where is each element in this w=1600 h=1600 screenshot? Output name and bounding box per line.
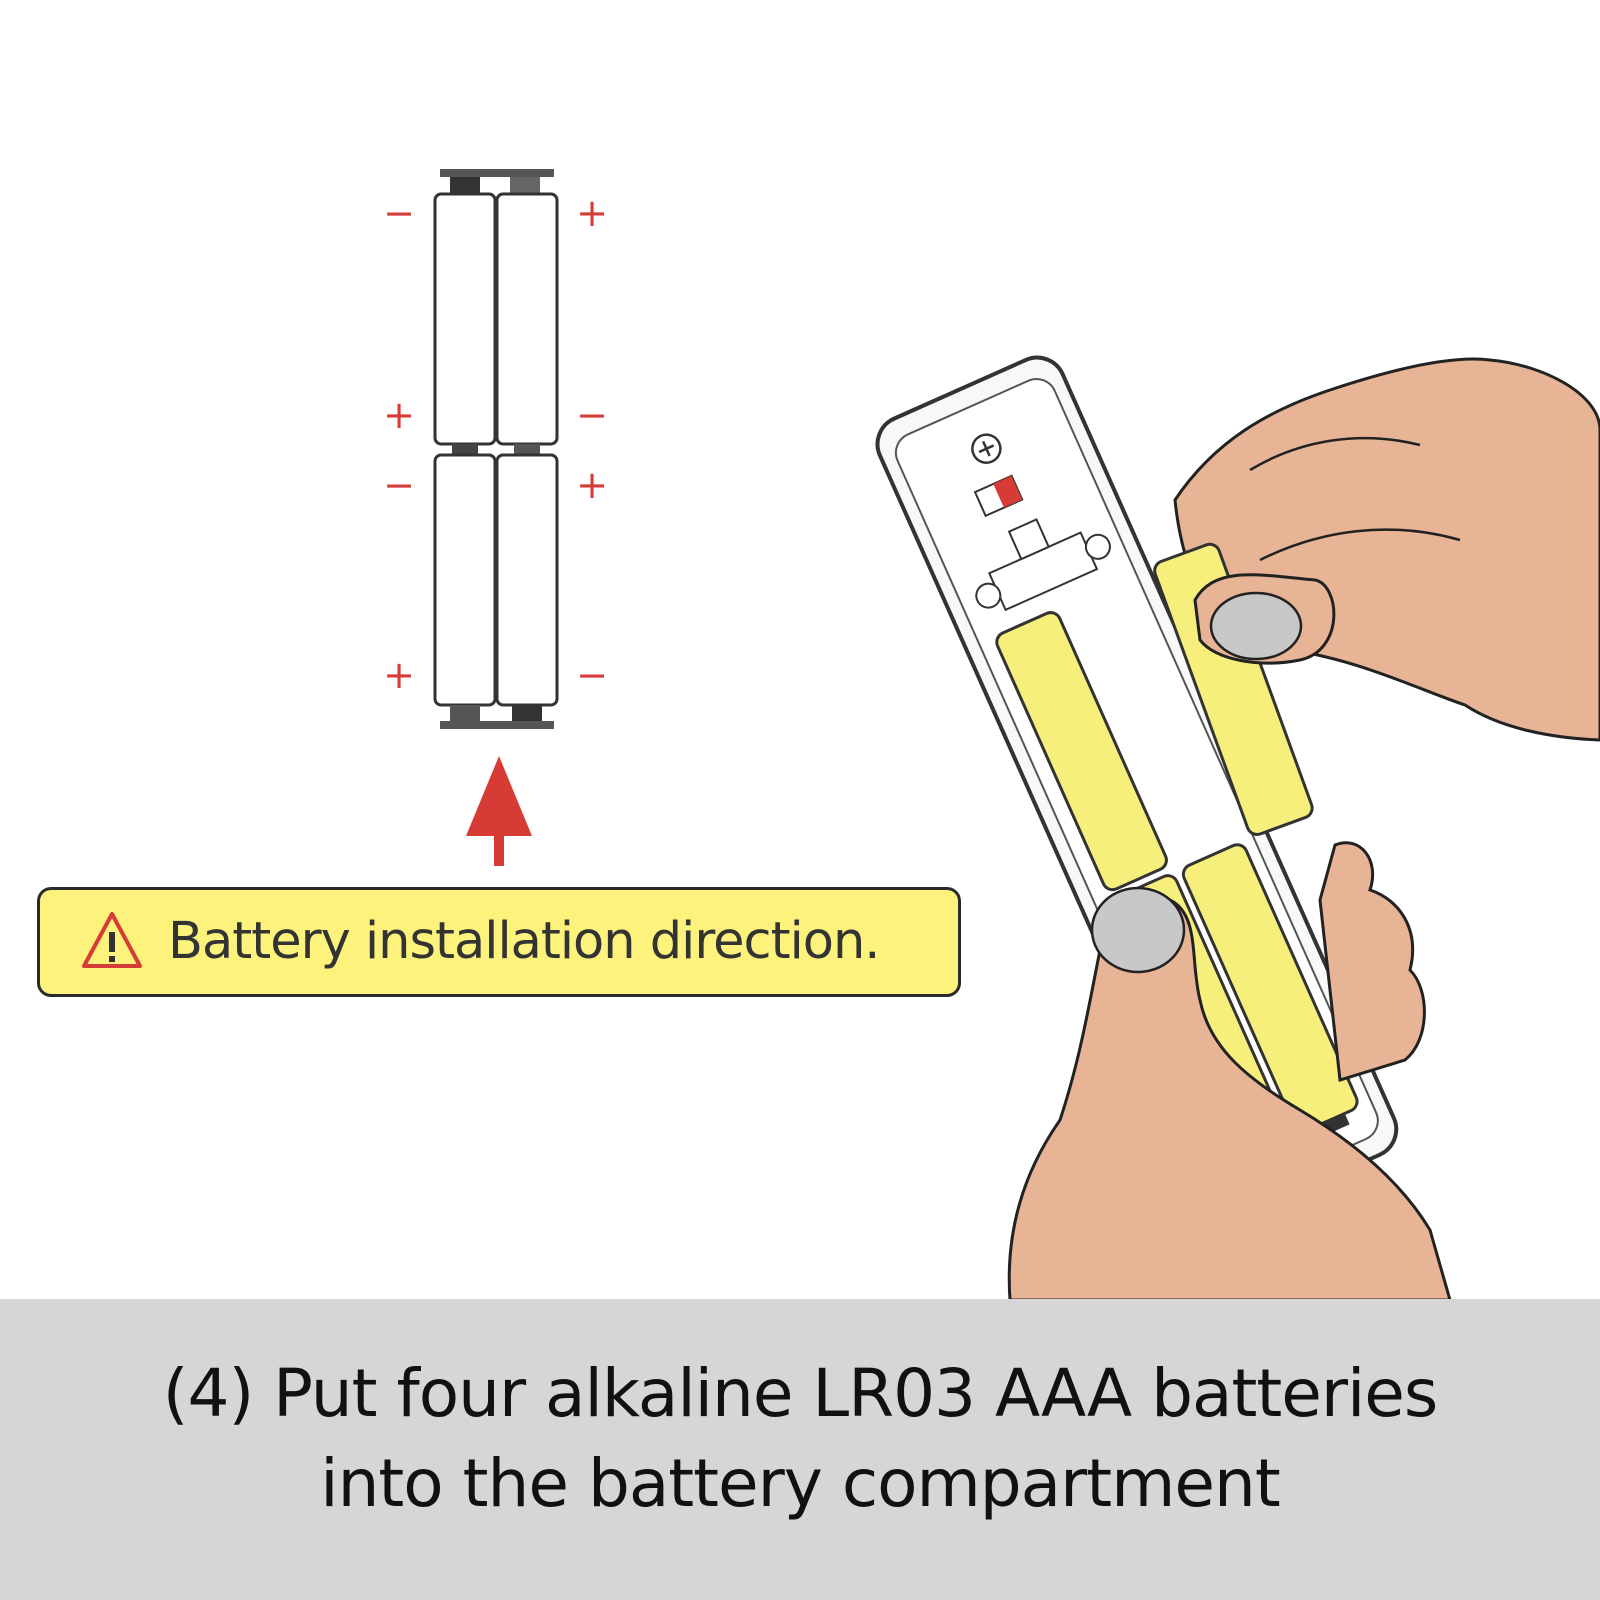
battery-diagram-bottom-plate (440, 721, 554, 729)
battery-installation-illustration: − + − + + − + − (383, 169, 1600, 1300)
battery-diagram-top-plate (440, 169, 554, 177)
battery-cell (433, 192, 497, 446)
thumbnail (1209, 591, 1303, 661)
polarity-marker-left: − (383, 463, 415, 507)
thumbnail (1090, 886, 1186, 974)
caption-line-1: (4) Put four alkaline LR03 AAA batteries (162, 1355, 1439, 1432)
polarity-marker-right: − (576, 393, 608, 437)
polarity-marker-right: + (576, 463, 608, 507)
warning-text: Battery installation direction. (168, 912, 880, 971)
hands-inserting-batteries-illustration (875, 355, 1600, 1300)
aaa-battery-being-inserted (1153, 542, 1314, 836)
polarity-marker-left: + (383, 653, 415, 697)
battery-direction-warning: Battery installation direction. (37, 887, 961, 997)
aaa-battery (995, 611, 1168, 892)
battery-diagram: − + − + + − + − (383, 169, 608, 866)
battery-cell (433, 453, 497, 707)
instruction-caption: (4) Put four alkaline LR03 AAA batteries… (0, 1299, 1600, 1600)
polarity-marker-right: − (576, 653, 608, 697)
polarity-marker-left: − (383, 191, 415, 235)
polarity-marker-right: + (576, 191, 608, 235)
warning-triangle-icon (82, 912, 142, 968)
insertion-direction-arrow-icon (466, 756, 532, 866)
battery-cell (495, 192, 559, 446)
polarity-marker-left: + (383, 393, 415, 437)
caption-line-2: into the battery compartment (320, 1445, 1281, 1522)
battery-cell (495, 453, 559, 707)
